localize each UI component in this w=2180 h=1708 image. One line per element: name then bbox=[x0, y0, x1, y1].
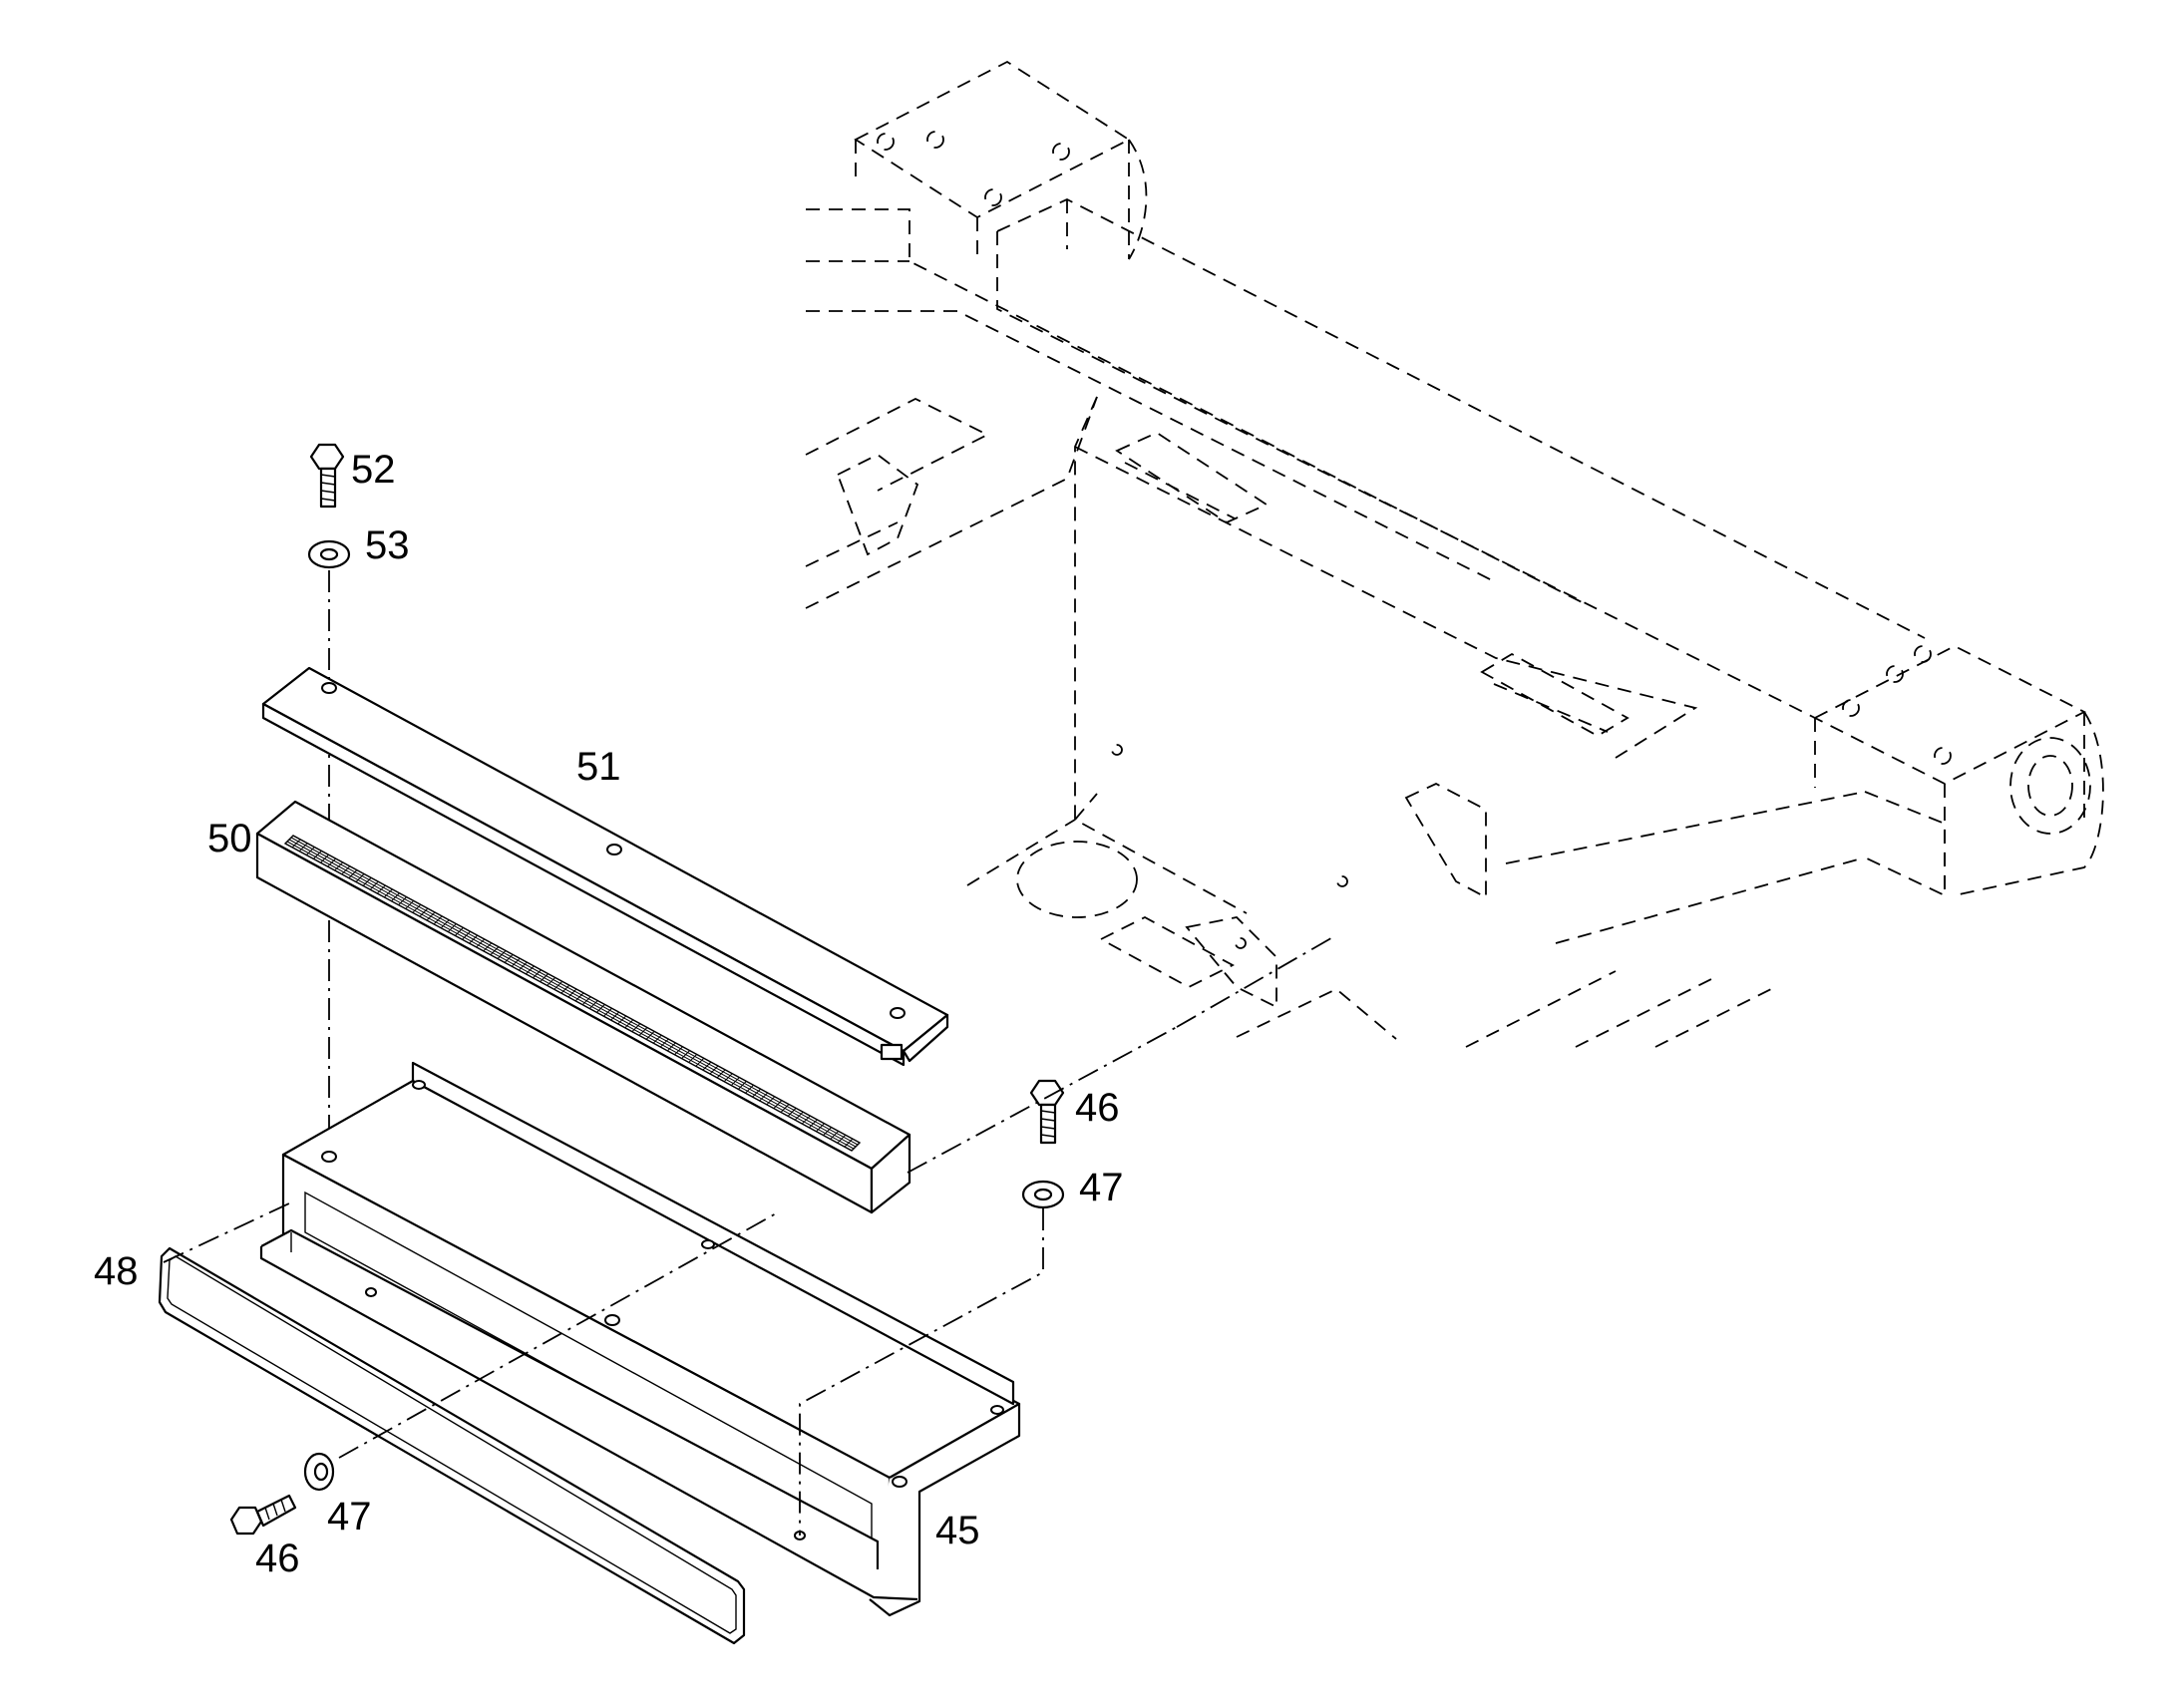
callout-46-left: 46 bbox=[255, 1537, 300, 1580]
mesh-line bbox=[290, 837, 859, 1146]
callout-50: 50 bbox=[207, 817, 252, 860]
gasket-48 bbox=[158, 1246, 746, 1645]
callout-46-right: 46 bbox=[1075, 1086, 1120, 1130]
assembly-lines bbox=[163, 934, 1337, 1536]
bolt-46-left bbox=[229, 1494, 297, 1536]
bolt-46-right bbox=[1029, 1079, 1065, 1145]
machine-frame-phantom bbox=[805, 60, 2104, 1048]
washer-47-right bbox=[1021, 1180, 1065, 1209]
top-cover-51 bbox=[261, 666, 949, 1067]
callout-51: 51 bbox=[576, 745, 621, 789]
callout-53: 53 bbox=[365, 523, 410, 567]
bolt-52 bbox=[309, 443, 345, 509]
mesh-line bbox=[284, 843, 853, 1152]
callout-47-left: 47 bbox=[327, 1495, 372, 1538]
grille-mesh bbox=[284, 835, 861, 1152]
callout-48: 48 bbox=[94, 1249, 139, 1293]
washer-53 bbox=[307, 539, 351, 569]
washer-47-left bbox=[303, 1452, 335, 1492]
mesh-line bbox=[292, 835, 861, 1144]
base-bracket-45 bbox=[259, 1061, 1021, 1617]
mesh-line bbox=[288, 839, 857, 1148]
grille-50 bbox=[255, 800, 911, 1214]
callout-52: 52 bbox=[351, 448, 396, 492]
mesh-line bbox=[286, 841, 855, 1150]
callout-45: 45 bbox=[935, 1509, 980, 1552]
callout-47-right: 47 bbox=[1079, 1166, 1124, 1209]
